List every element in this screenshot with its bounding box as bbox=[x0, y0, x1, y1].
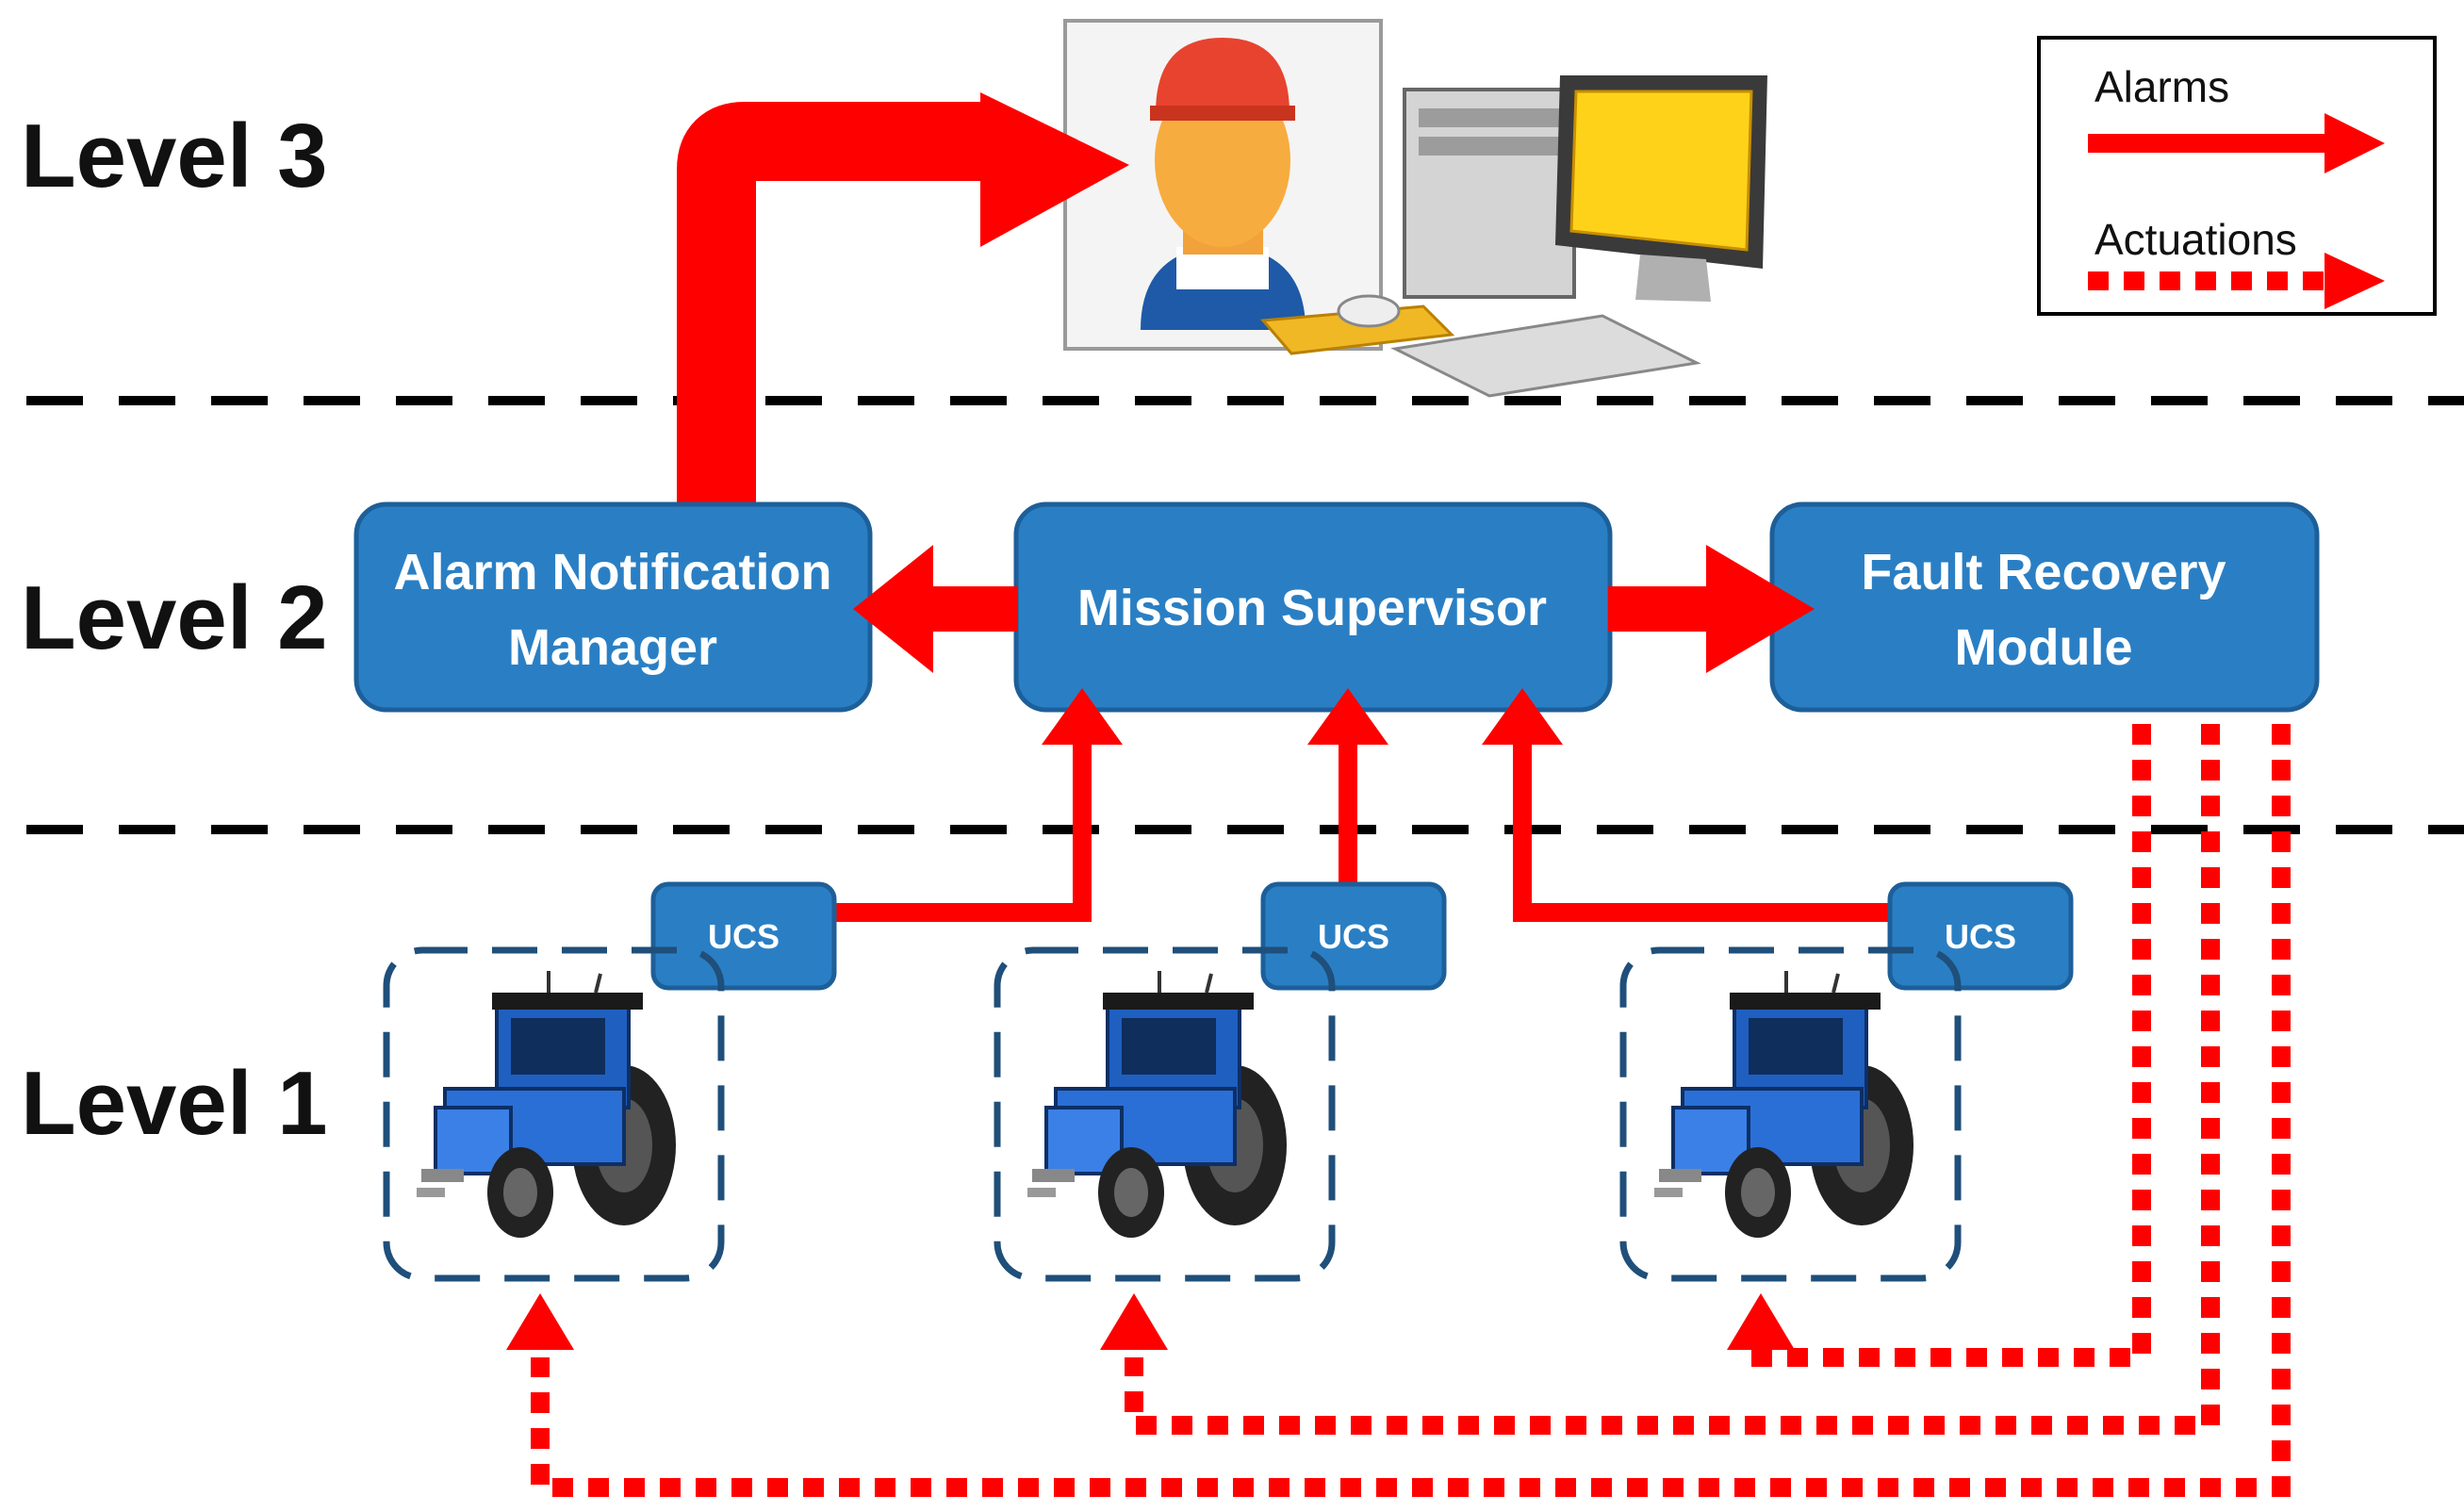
actuation-path-vehicle-2 bbox=[1125, 724, 2220, 1435]
legend: Alarms Actuations bbox=[2037, 36, 2437, 316]
level-2-label: Level 2 bbox=[21, 567, 328, 668]
legend-actuations-label: Actuations bbox=[2094, 215, 2297, 264]
alarm-arrowhead-operator bbox=[980, 92, 1129, 247]
ucs-unit-3: UCS bbox=[1887, 881, 2074, 991]
ucs-unit-1: UCS bbox=[650, 881, 837, 991]
supervisor-to-fault-recovery-shaft bbox=[1608, 586, 1712, 632]
fault-recovery-label-line2: Module bbox=[1955, 619, 2133, 676]
actuation-arrowhead-vehicle-3 bbox=[1727, 1293, 1795, 1350]
alarm-path-ucs-1 bbox=[834, 733, 1092, 922]
legend-actuations-arrowhead bbox=[2324, 253, 2385, 309]
supervisor-to-alarm-manager-arrowhead bbox=[853, 545, 933, 673]
fault-recovery-label-line1: Fault Recovery bbox=[1861, 544, 2226, 600]
mission-supervisor-node: Mission Supervisor bbox=[1013, 501, 1613, 713]
vehicle-2-frame bbox=[994, 946, 1336, 1282]
actuation-arrowhead-vehicle-1 bbox=[506, 1293, 574, 1350]
legend-frame bbox=[2037, 36, 2437, 316]
level-3-label: Level 3 bbox=[21, 106, 328, 206]
ucs-unit-1-label: UCS bbox=[708, 917, 780, 956]
vehicle-1-frame bbox=[383, 946, 725, 1282]
actuation-path-vehicle-1 bbox=[531, 724, 2291, 1497]
operator-icon bbox=[1063, 19, 1383, 351]
ucs-unit-2-label: UCS bbox=[1318, 917, 1389, 956]
desktop-computer-icon bbox=[1259, 75, 1767, 398]
alarm-arrowhead-ucs-1 bbox=[1042, 688, 1123, 745]
ucs-unit-3-label: UCS bbox=[1945, 917, 2016, 956]
mission-supervisor-label: Mission Supervisor bbox=[1077, 580, 1547, 636]
supervisor-to-alarm-manager-shaft bbox=[928, 586, 1018, 632]
alarm-arrowhead-ucs-2 bbox=[1307, 688, 1388, 745]
supervisor-to-fault-recovery-arrowhead bbox=[1706, 545, 1815, 673]
tractor-icon bbox=[1652, 969, 1915, 1240]
level-1-label: Level 1 bbox=[21, 1053, 328, 1154]
alarm-path-ucs-3 bbox=[1513, 733, 1890, 922]
ucs-unit-2: UCS bbox=[1260, 881, 1447, 991]
alarm-arrowhead-ucs-3 bbox=[1482, 688, 1563, 745]
legend-alarms-arrowhead bbox=[2324, 113, 2385, 173]
actuation-arrowhead-vehicle-2 bbox=[1100, 1293, 1168, 1350]
alarm-manager-label-line1: Alarm Notification bbox=[393, 544, 831, 600]
tractor-icon bbox=[1026, 969, 1289, 1240]
alarm-notification-manager-node: Alarm Notification Manager bbox=[353, 501, 873, 713]
legend-alarms-label: Alarms bbox=[2094, 62, 2229, 111]
tractor-icon bbox=[415, 969, 678, 1240]
vehicle-3-frame bbox=[1619, 946, 1962, 1282]
alarm-arrow-to-operator bbox=[677, 102, 985, 504]
fault-recovery-module-node: Fault Recovery Module bbox=[1769, 501, 2320, 713]
alarm-manager-label-line2: Manager bbox=[508, 619, 717, 676]
